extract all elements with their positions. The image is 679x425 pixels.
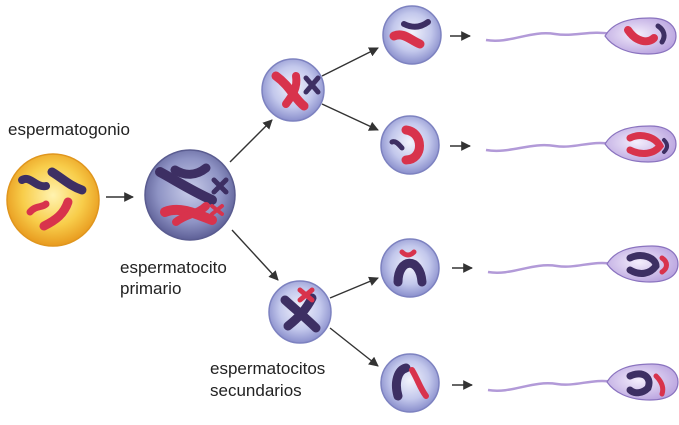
sperm-2 [485, 125, 677, 163]
arrow-primary-to-secondary-bottom [231, 229, 279, 281]
sperm-3 [487, 245, 679, 283]
primary-spermatocyte-label-line1: espermatocito [120, 258, 227, 277]
sperm-4 [487, 363, 679, 401]
primary-spermatocyte-label-line2: primario [120, 279, 182, 298]
secondary-spermatocyte-bottom-cell [268, 280, 332, 344]
secondary-spermatocytes-label-line1: espermatocitos [210, 359, 326, 378]
arrow-primary-to-secondary-top [229, 119, 273, 163]
spermatid-2-cell [380, 115, 440, 175]
spermatogonium-cell [6, 153, 100, 247]
spermatid-4-cell [380, 353, 440, 413]
spermatogonium-label: espermatogonio [8, 120, 130, 139]
spermatid-1-cell [382, 5, 442, 65]
sperm-1 [485, 17, 677, 55]
spermatid-3-cell [380, 238, 440, 298]
arrow-secondary-top-to-spermatid-1 [321, 47, 379, 77]
arrows [106, 31, 473, 390]
arrow-secondary-bottom-to-spermatid-3 [329, 276, 379, 299]
arrow-secondary-bottom-to-spermatid-4 [329, 327, 379, 367]
primary-spermatocyte-cell [144, 149, 236, 241]
arrow-secondary-top-to-spermatid-2 [321, 103, 379, 131]
secondary-spermatocyte-top-cell [261, 58, 325, 122]
secondary-spermatocytes-label-line2: secundarios [210, 381, 302, 400]
